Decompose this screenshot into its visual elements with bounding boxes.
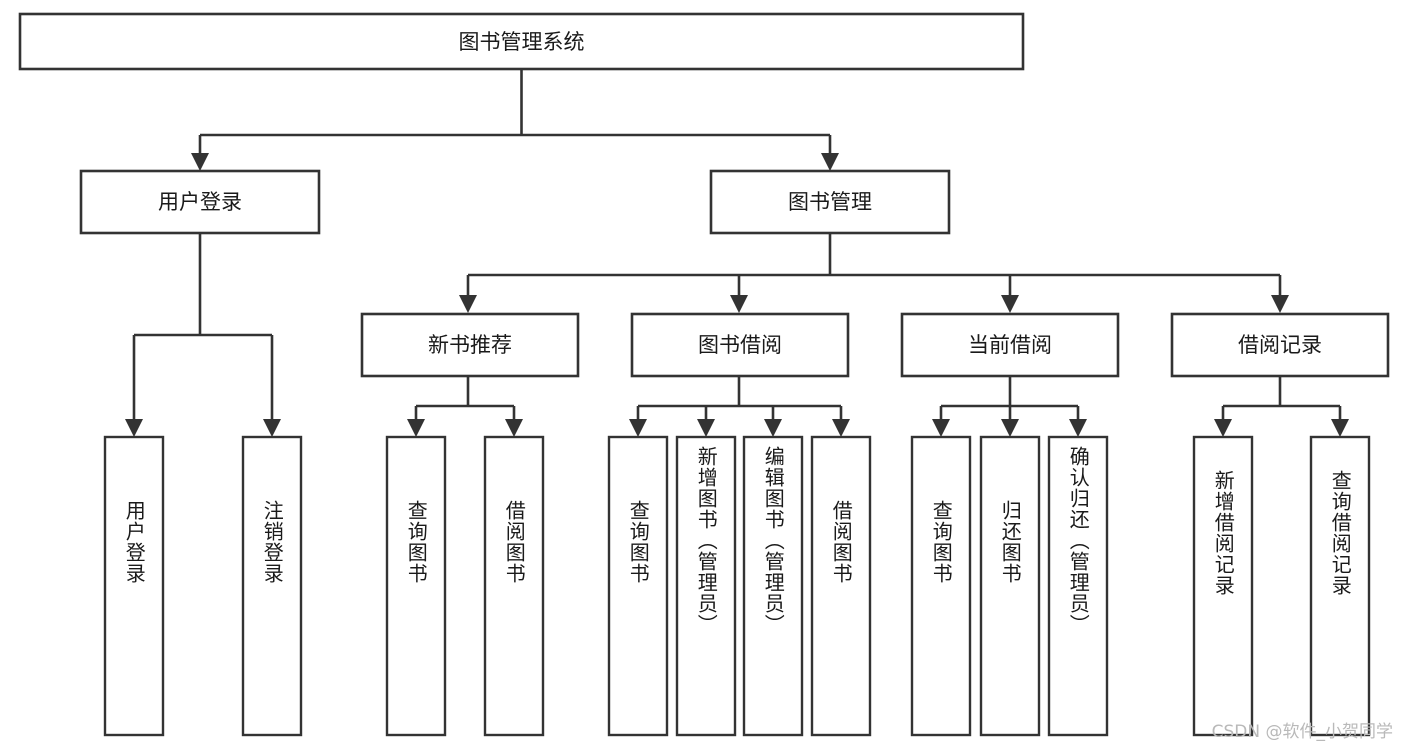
node-root-system[interactable]: 图书管理系统 — [18, 12, 1025, 71]
connector-group-borrow-record — [1214, 376, 1349, 437]
arrow-icon-to-borrow-record — [1271, 295, 1289, 313]
node-root-system-box[interactable] — [18, 12, 1025, 71]
node-new-book-recommend-label: 新书推荐 — [428, 333, 512, 357]
node-borrow-record[interactable]: 借阅记录 — [1170, 312, 1390, 378]
arrow-icon-book-borrow-leaf1 — [629, 419, 647, 437]
connector-group-book-borrow — [629, 376, 850, 437]
leaf-box-confirm-return-admin[interactable] — [1047, 435, 1109, 737]
node-current-borrow[interactable]: 当前借阅 — [900, 312, 1120, 378]
connector-group-current-borrow — [932, 376, 1087, 437]
arrow-icon-new-book-leaf1 — [407, 419, 425, 437]
arrow-icon-borrow-record-leaf2 — [1331, 419, 1349, 437]
arrow-icon-to-book-manage — [821, 153, 839, 171]
arrow-icon-to-book-borrow — [730, 295, 748, 313]
arrow-icon-user-login-leaf2 — [263, 419, 281, 437]
node-root-system-label: 图书管理系统 — [459, 30, 585, 54]
node-book-management[interactable]: 图书管理 — [709, 169, 951, 235]
leaf-box-edit-book-admin[interactable] — [742, 435, 804, 737]
node-book-borrow[interactable]: 图书借阅 — [630, 312, 850, 378]
node-borrow-record-label: 借阅记录 — [1238, 333, 1322, 357]
node-user-login[interactable]: 用户登录 — [79, 169, 321, 235]
leaf-box-borrow-book[interactable] — [810, 435, 872, 737]
node-current-borrow-label: 当前借阅 — [968, 333, 1052, 357]
arrow-icon-to-user-login — [191, 153, 209, 171]
arrow-icon-book-borrow-leaf3 — [764, 419, 782, 437]
leaf-box-add-borrow-record[interactable] — [1192, 435, 1254, 737]
node-new-book-recommend-box[interactable] — [360, 312, 580, 378]
leaf-box-query-book-borrow[interactable] — [607, 435, 669, 737]
leaf-box-add-book-admin[interactable] — [675, 435, 737, 737]
node-current-borrow-box[interactable] — [900, 312, 1120, 378]
arrow-icon-current-borrow-leaf1 — [932, 419, 950, 437]
arrow-icon-book-borrow-leaf4 — [832, 419, 850, 437]
arrow-icon-to-new-book — [459, 295, 477, 313]
leaf-box-return-book[interactable] — [979, 435, 1041, 737]
leaf-box-borrow-book-newbook[interactable] — [483, 435, 545, 737]
node-user-login-label: 用户登录 — [158, 190, 242, 214]
connector-group-root — [191, 69, 839, 171]
node-new-book-recommend[interactable]: 新书推荐 — [360, 312, 580, 378]
node-book-management-label: 图书管理 — [788, 190, 872, 214]
connector-group-new-book — [407, 376, 523, 437]
leaf-box-logout[interactable] — [241, 435, 303, 737]
connector-group-user-login — [125, 233, 281, 437]
node-book-borrow-label: 图书借阅 — [698, 333, 782, 357]
arrow-icon-new-book-leaf2 — [505, 419, 523, 437]
arrow-icon-user-login-leaf1 — [125, 419, 143, 437]
node-book-borrow-box[interactable] — [630, 312, 850, 378]
leaf-box-query-book-newbook[interactable] — [385, 435, 447, 737]
node-book-management-box[interactable] — [709, 169, 951, 235]
arrow-icon-current-borrow-leaf2 — [1001, 419, 1019, 437]
arrow-icon-to-current-borrow — [1001, 295, 1019, 313]
leaf-box-query-borrow-record[interactable] — [1309, 435, 1371, 737]
connector-group-book-manage — [459, 233, 1289, 313]
leaf-box-query-book-current[interactable] — [910, 435, 972, 737]
watermark-text: CSDN @软件_小贺同学 — [1211, 722, 1393, 742]
arrow-icon-current-borrow-leaf3 — [1069, 419, 1087, 437]
arrow-icon-borrow-record-leaf1 — [1214, 419, 1232, 437]
node-borrow-record-box[interactable] — [1170, 312, 1390, 378]
node-user-login-box[interactable] — [79, 169, 321, 235]
arrow-icon-book-borrow-leaf2 — [697, 419, 715, 437]
leaf-box-user-login[interactable] — [103, 435, 165, 737]
